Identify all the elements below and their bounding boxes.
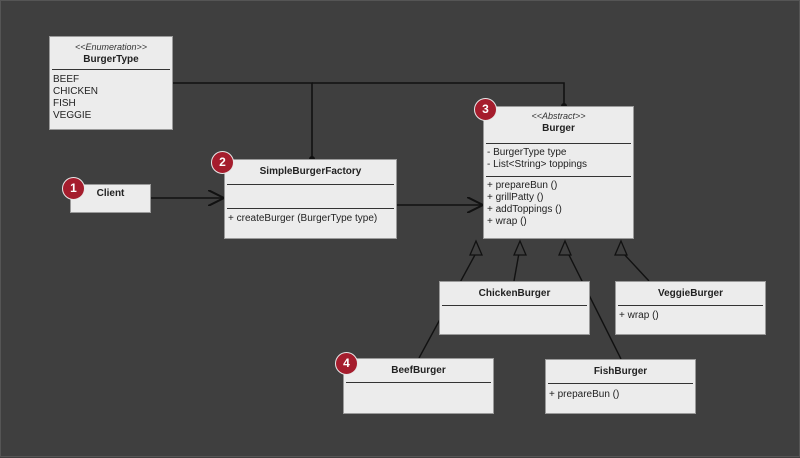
fishburger-divider: [548, 383, 693, 384]
burgertype-class[interactable]: <<Enumeration>> BurgerType BEEF CHICKEN …: [49, 36, 173, 130]
burger-method: + addToppings (): [487, 204, 562, 215]
burger-method: + wrap (): [487, 216, 527, 227]
fishburger-header: FishBurger: [546, 360, 695, 378]
veggieburger-class[interactable]: VeggieBurger + wrap (): [615, 281, 766, 335]
badge-4: 4: [335, 352, 358, 375]
badge-2: 2: [211, 151, 234, 174]
veggieburger-method: + wrap (): [619, 310, 659, 321]
burger-stereotype: <<Abstract>>: [531, 111, 586, 121]
badge-3: 3: [474, 98, 497, 121]
burger-header: <<Abstract>> Burger: [484, 107, 633, 135]
chickenburger-class[interactable]: ChickenBurger: [439, 281, 590, 335]
burgertype-header: <<Enumeration>> BurgerType: [50, 37, 172, 66]
chickenburger-name: ChickenBurger: [478, 288, 551, 299]
burgertype-stereotype: <<Enumeration>>: [74, 42, 148, 52]
veggieburger-name: VeggieBurger: [657, 288, 724, 299]
burger-method: + grillPatty (): [487, 192, 544, 203]
edge-burgertype-to-factory: [173, 82, 313, 159]
enum-value: BEEF: [53, 74, 80, 85]
burger-attribute: - List<String> toppings: [487, 159, 588, 170]
inheritance-triangle-veggie: [614, 239, 628, 256]
edge-veggieburger-inherits: [622, 252, 650, 282]
client-header: Client: [71, 185, 150, 200]
factory-method: + createBurger (BurgerType type): [228, 213, 378, 224]
simpleburgerfactory-class[interactable]: SimpleBurgerFactory + createBurger (Burg…: [224, 159, 397, 239]
beefburger-divider: [346, 382, 491, 383]
burgertype-name: BurgerType: [83, 54, 139, 65]
burger-attribute: - BurgerType type: [487, 147, 567, 158]
inheritance-triangle-beef: [469, 239, 483, 256]
factory-divider-2: [227, 208, 394, 209]
fishburger-class[interactable]: FishBurger + prepareBun (): [545, 359, 696, 414]
burgertype-divider: [52, 69, 170, 70]
chickenburger-divider: [442, 305, 587, 306]
fishburger-method: + prepareBun (): [549, 389, 620, 400]
enum-value: VEGGIE: [53, 110, 92, 121]
badge-1: 1: [62, 177, 85, 200]
burger-divider-1: [486, 143, 631, 144]
edge-fishburger-inherits: [567, 252, 622, 360]
beefburger-class[interactable]: BeefBurger: [343, 358, 494, 414]
enum-value: FISH: [53, 98, 76, 109]
factory-divider-1: [227, 184, 394, 185]
beefburger-header: BeefBurger: [344, 359, 493, 377]
veggieburger-header: VeggieBurger: [616, 282, 765, 300]
inheritance-triangle-fish: [558, 239, 572, 256]
factory-header: SimpleBurgerFactory: [225, 160, 396, 178]
chickenburger-header: ChickenBurger: [440, 282, 589, 300]
burger-class[interactable]: <<Abstract>> Burger - BurgerType type - …: [483, 106, 634, 239]
burger-divider-2: [486, 176, 631, 177]
burger-name: Burger: [542, 123, 575, 134]
factory-name: SimpleBurgerFactory: [259, 166, 362, 177]
client-name: Client: [96, 188, 125, 199]
edge-burgertype-to-burger: [312, 82, 565, 106]
inheritance-triangle-chicken: [513, 239, 527, 256]
edge-chickenburger-inherits: [513, 252, 520, 282]
fishburger-name: FishBurger: [593, 366, 648, 377]
beefburger-name: BeefBurger: [391, 365, 446, 376]
burger-method: + prepareBun (): [487, 180, 558, 191]
veggieburger-divider: [618, 305, 763, 306]
enum-value: CHICKEN: [53, 86, 99, 97]
